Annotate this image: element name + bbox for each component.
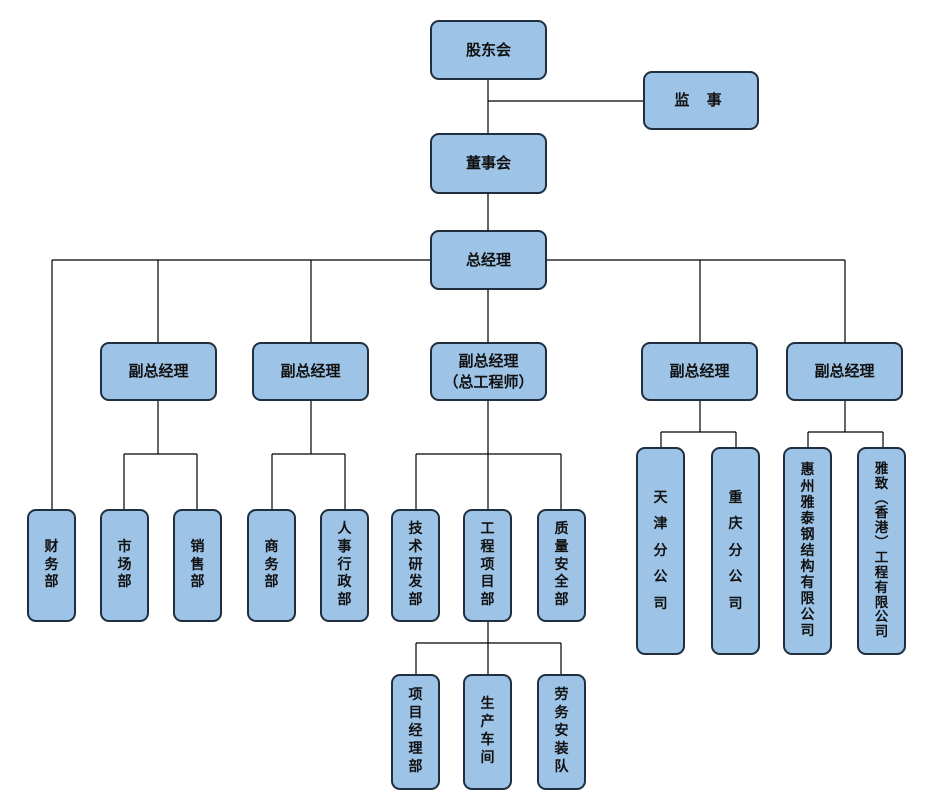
vice-general-manager-2-label: 副总经理: [280, 362, 341, 381]
vice-general-manager-3-box: 副总经理 （总工程师）: [430, 342, 547, 401]
finance-department-box: 财 务 部: [27, 509, 76, 622]
supervisor-label: 监 事: [674, 91, 728, 110]
vice-general-manager-1-box: 副总经理: [100, 342, 217, 401]
market-department-label: 市 场 部: [117, 538, 132, 591]
rnd-department-label: 技 术 研 发 部: [408, 520, 423, 609]
general-manager-label: 总经理: [465, 250, 511, 269]
sales-department-label: 销 售 部: [190, 538, 205, 591]
vice-general-manager-1-label: 副总经理: [128, 362, 189, 381]
chongqing-branch-label: 重 庆 分 公 司: [728, 489, 743, 612]
vice-general-manager-5-label: 副总经理: [814, 362, 875, 381]
finance-department-label: 财 务 部: [44, 538, 59, 591]
market-department-box: 市 场 部: [100, 509, 149, 622]
general-manager-box: 总经理: [430, 230, 547, 290]
labor-installation-team-label: 劳 务 安 装 队: [554, 687, 569, 775]
vice-general-manager-3-title: 副总经理: [458, 352, 519, 371]
vice-general-manager-2-box: 副总经理: [252, 342, 369, 401]
project-manager-department-box: 项 目 经 理 部: [391, 674, 440, 790]
projects-department-label: 工 程 项 目 部: [480, 520, 495, 609]
projects-department-box: 工 程 项 目 部: [463, 509, 512, 622]
board-label: 董事会: [465, 154, 511, 173]
supervisor-box: 监 事: [643, 71, 759, 130]
quality-safety-department-label: 质 量 安 全 部: [554, 520, 569, 609]
commerce-department-label: 商 务 部: [264, 538, 279, 591]
chongqing-branch-box: 重 庆 分 公 司: [711, 447, 760, 655]
project-manager-department-label: 项 目 经 理 部: [408, 687, 423, 775]
hr-admin-department-label: 人 事 行 政 部: [337, 520, 352, 609]
rnd-department-box: 技 术 研 发 部: [391, 509, 440, 622]
production-workshop-label: 生 产 车 间: [480, 696, 495, 766]
hr-admin-department-box: 人 事 行 政 部: [320, 509, 369, 622]
production-workshop-box: 生 产 车 间: [463, 674, 512, 790]
tianjin-branch-box: 天 津 分 公 司: [636, 447, 685, 655]
tianjin-branch-label: 天 津 分 公 司: [653, 489, 668, 612]
commerce-department-box: 商 务 部: [247, 509, 296, 622]
sales-department-box: 销 售 部: [173, 509, 222, 622]
quality-safety-department-box: 质 量 安 全 部: [537, 509, 586, 622]
hongkong-subsidiary-label: 雅 致 ︵ 香 港 ︶ 工 程 有 限 公 司: [874, 460, 889, 641]
vice-general-manager-4-box: 副总经理: [641, 342, 758, 401]
hongkong-subsidiary-box: 雅 致 ︵ 香 港 ︶ 工 程 有 限 公 司: [857, 447, 906, 655]
vice-general-manager-5-box: 副总经理: [786, 342, 903, 401]
vice-general-manager-4-label: 副总经理: [669, 362, 730, 381]
labor-installation-team-box: 劳 务 安 装 队: [537, 674, 586, 790]
huizhou-subsidiary-label: 惠 州 雅 泰 钢 结 构 有 限 公 司: [800, 462, 815, 640]
shareholders-label: 股东会: [465, 40, 511, 59]
huizhou-subsidiary-box: 惠 州 雅 泰 钢 结 构 有 限 公 司: [783, 447, 832, 655]
board-box: 董事会: [430, 133, 547, 194]
vice-general-manager-3-subtitle: （总工程师）: [443, 372, 534, 391]
shareholders-box: 股东会: [430, 20, 547, 80]
